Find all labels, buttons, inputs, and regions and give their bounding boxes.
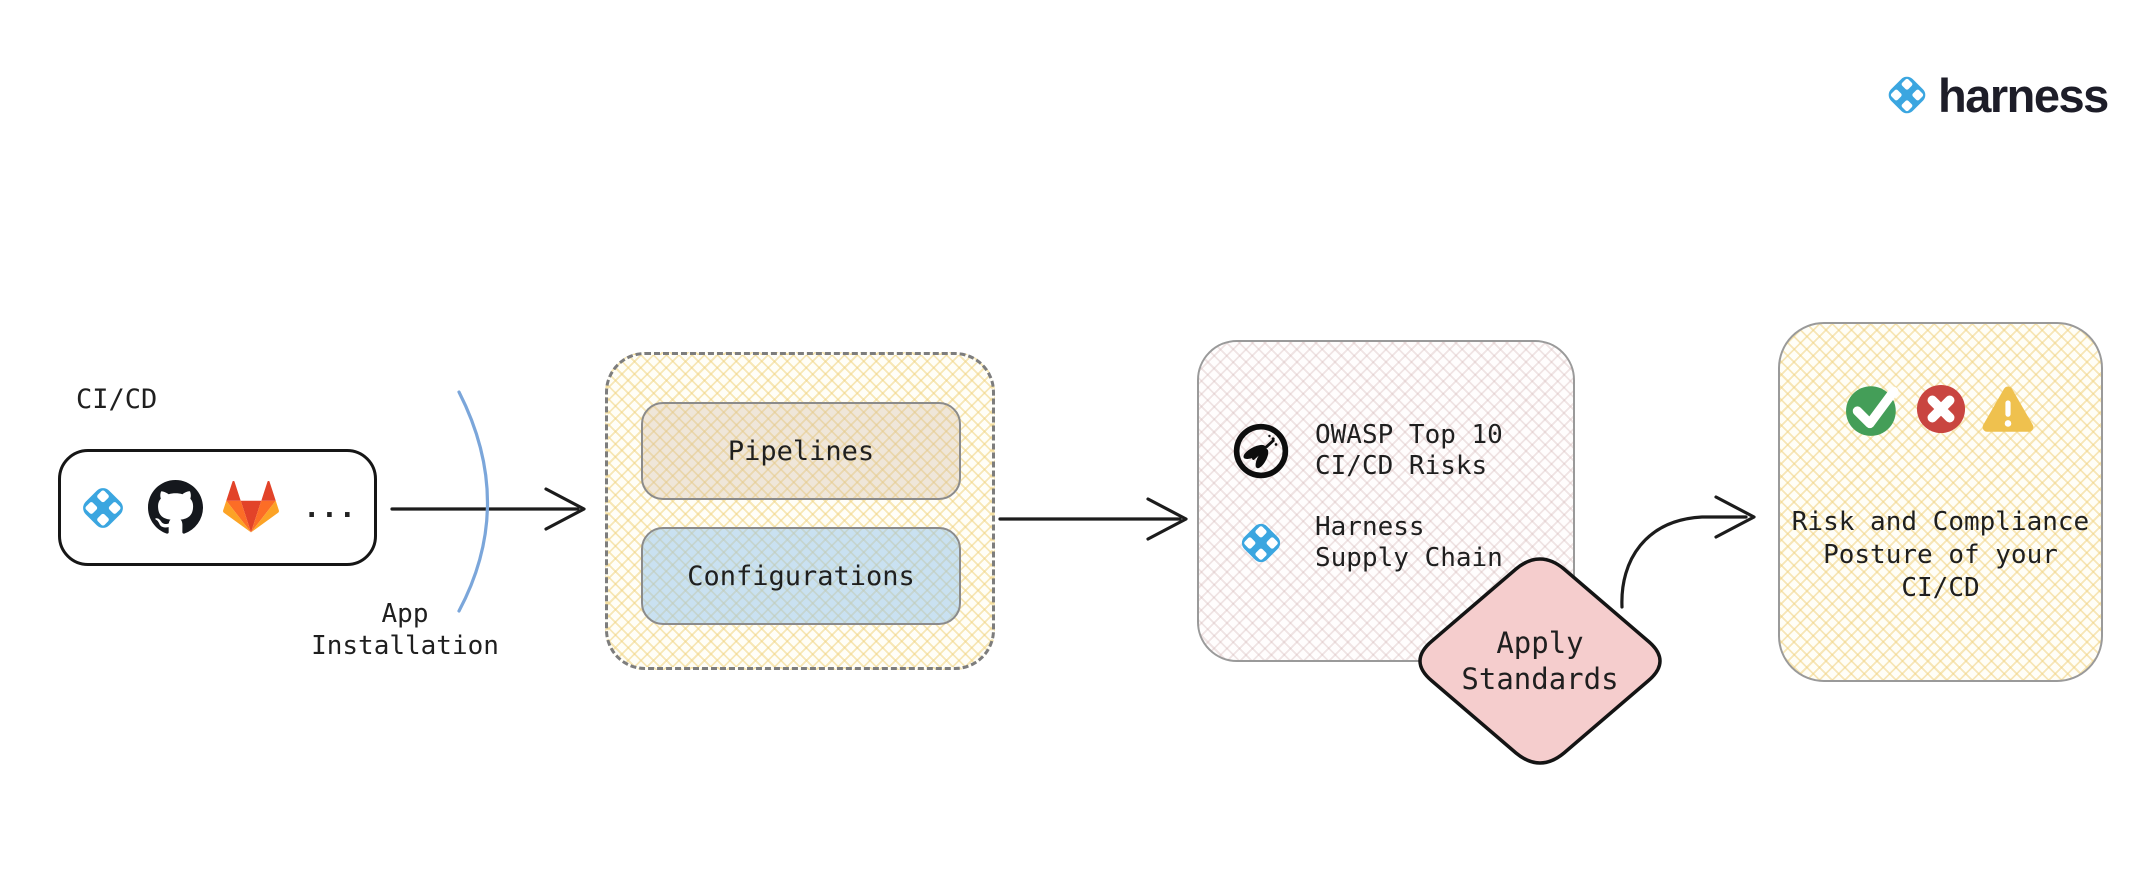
harness-logo-icon — [1884, 72, 1930, 118]
app-installation-arc — [457, 390, 490, 613]
harness-icon-slot — [1231, 519, 1291, 567]
harness-icon — [78, 483, 128, 533]
configurations-box: Configurations — [641, 527, 961, 625]
arrow-diamond-to-result-head — [1714, 495, 1756, 539]
status-icons-row — [1780, 380, 2101, 438]
harness-logo: harness — [1884, 68, 2109, 122]
result-line-3: CI/CD — [1901, 573, 1980, 603]
pipelines-box: Pipelines — [641, 402, 961, 500]
gitlab-icon — [223, 481, 279, 535]
result-line-1: Risk and Compliance — [1791, 507, 2090, 537]
source-label: CI/CD — [76, 384, 158, 415]
apply-standards-line-1: Apply — [1496, 626, 1584, 660]
ingestion-group-box: Pipelines Configurations — [605, 352, 995, 670]
harness-supply-chain-label: Harness Supply Chain — [1315, 512, 1503, 574]
harness-supply-chain-row: Harness Supply Chain — [1231, 512, 1503, 574]
arrow-source-to-group-head — [544, 487, 586, 531]
github-icon — [148, 480, 203, 535]
owasp-label-line-1: OWASP Top 10 — [1315, 420, 1503, 450]
result-line-2: Posture of your — [1823, 540, 2058, 570]
apply-standards-label: Apply Standards — [1400, 545, 1680, 777]
warning-icon — [1979, 382, 2037, 436]
owasp-row: OWASP Top 10 CI/CD Risks — [1231, 420, 1503, 482]
arrow-group-to-standards-head — [1146, 497, 1188, 541]
source-box: ... — [58, 449, 377, 566]
apply-standards-line-2: Standards — [1461, 662, 1619, 696]
app-installation-label: App Installation — [270, 598, 540, 662]
owasp-icon-slot — [1231, 421, 1291, 481]
owasp-label: OWASP Top 10 CI/CD Risks — [1315, 420, 1503, 482]
more-providers-ellipsis: ... — [303, 491, 357, 524]
apply-standards-diamond: Apply Standards — [1400, 545, 1680, 777]
cross-icon — [1916, 384, 1966, 434]
configurations-label: Configurations — [687, 560, 915, 592]
harness-supply-chain-line-2: Supply Chain — [1315, 543, 1503, 573]
result-box: Risk and Compliance Posture of your CI/C… — [1778, 322, 2103, 682]
result-label: Risk and Compliance Posture of your CI/C… — [1780, 506, 2101, 605]
owasp-label-line-2: CI/CD Risks — [1315, 451, 1488, 481]
harness-supply-chain-line-1: Harness — [1315, 512, 1425, 542]
app-installation-line-1: App — [381, 599, 429, 629]
apply-standards-diamond-shape — [1418, 557, 1662, 765]
owasp-icon — [1231, 421, 1291, 481]
pipelines-label: Pipelines — [727, 435, 875, 467]
app-installation-line-2: Installation — [311, 631, 499, 661]
harness-logo-text: harness — [1938, 68, 2109, 122]
check-icon — [1845, 380, 1903, 438]
harness-supply-chain-icon — [1237, 519, 1285, 567]
